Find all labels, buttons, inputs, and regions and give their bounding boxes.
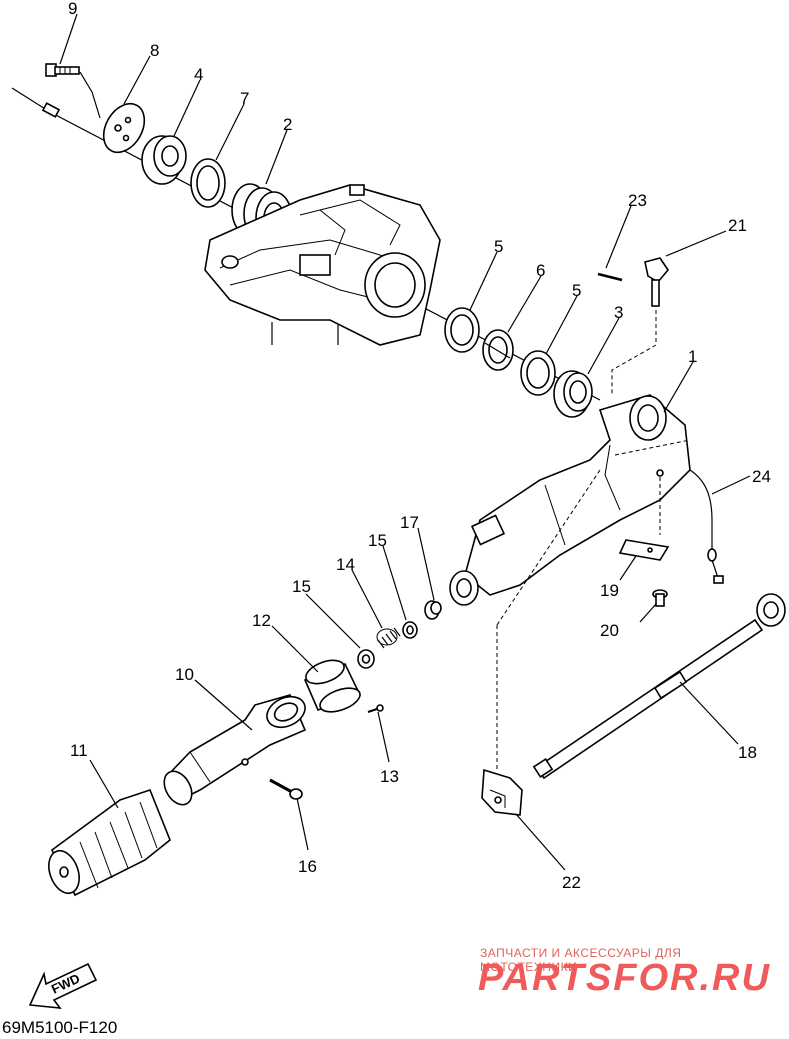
part-22-joint [481, 768, 523, 816]
part-21-cable-end [611, 257, 669, 395]
callout-9: 9 [68, 0, 77, 18]
part-5-washer-b [520, 350, 556, 396]
part-15-washer-a [402, 621, 418, 639]
callout-16: 16 [298, 857, 317, 876]
part-9-bolt [45, 63, 101, 119]
part-6-spring-washer [482, 329, 514, 371]
callout-19: 19 [600, 581, 619, 600]
part-7-oring [190, 158, 226, 208]
part-14-spring [376, 627, 401, 649]
part-24-wire [689, 469, 724, 584]
part-8-plate [102, 102, 146, 154]
part-13-screw [367, 704, 384, 713]
cowling-bracket [204, 184, 441, 346]
part-19-plate [618, 539, 670, 561]
part-16-screw [269, 778, 303, 800]
callout-20: 20 [600, 621, 619, 640]
watermark-subtitle: ЗАПЧАСТИ И АКСЕССУАРЫ ДЛЯ МОТОТЕХНИКИ [480, 946, 682, 974]
callout-23: 23 [628, 191, 647, 210]
callout-18: 18 [738, 743, 757, 762]
callout-17: 17 [400, 513, 419, 532]
part-23-pin [597, 272, 623, 282]
callout-13: 13 [380, 767, 399, 786]
callout-2: 2 [283, 115, 292, 134]
part-20-screw [652, 589, 668, 607]
callout-10: 10 [175, 665, 194, 684]
callout-5b: 5 [572, 281, 581, 300]
part-1-steering-bracket [449, 394, 691, 606]
callout-5a: 5 [494, 237, 503, 256]
part-5-washer-a [444, 307, 480, 353]
watermark-logo: PARTSFOR.RU [478, 957, 771, 999]
part-11-grip [48, 789, 171, 897]
callout-1: 1 [688, 347, 697, 366]
callout-15b: 15 [292, 577, 311, 596]
fwd-arrow-icon: FWD [28, 962, 98, 1009]
part-10-throttle-shaft [163, 694, 307, 806]
callout-21: 21 [728, 216, 747, 235]
callout-11: 11 [70, 741, 88, 760]
callout-6: 6 [536, 261, 545, 280]
callout-24: 24 [752, 467, 771, 486]
callout-7: 7 [240, 89, 249, 108]
part-18-shaft [532, 593, 786, 780]
callout-15a: 15 [368, 531, 387, 550]
part-4-grommet [141, 135, 187, 185]
diagram-code: 69M5100-F120 [2, 1018, 118, 1037]
callout-22: 22 [562, 873, 581, 892]
part-12-collar [303, 659, 362, 713]
part-17-cap [424, 600, 442, 620]
leader-lines [59, 13, 751, 871]
part-3-collar [553, 370, 593, 418]
part-15-washer-b [357, 649, 375, 669]
callout-4: 4 [194, 65, 203, 84]
callout-3: 3 [614, 303, 623, 322]
callout-12: 12 [252, 611, 271, 630]
callout-14: 14 [336, 555, 355, 574]
callout-8: 8 [150, 41, 159, 60]
callout-numbers: 9 8 4 7 2 23 21 5 6 5 3 1 24 17 15 14 15… [68, 0, 771, 892]
